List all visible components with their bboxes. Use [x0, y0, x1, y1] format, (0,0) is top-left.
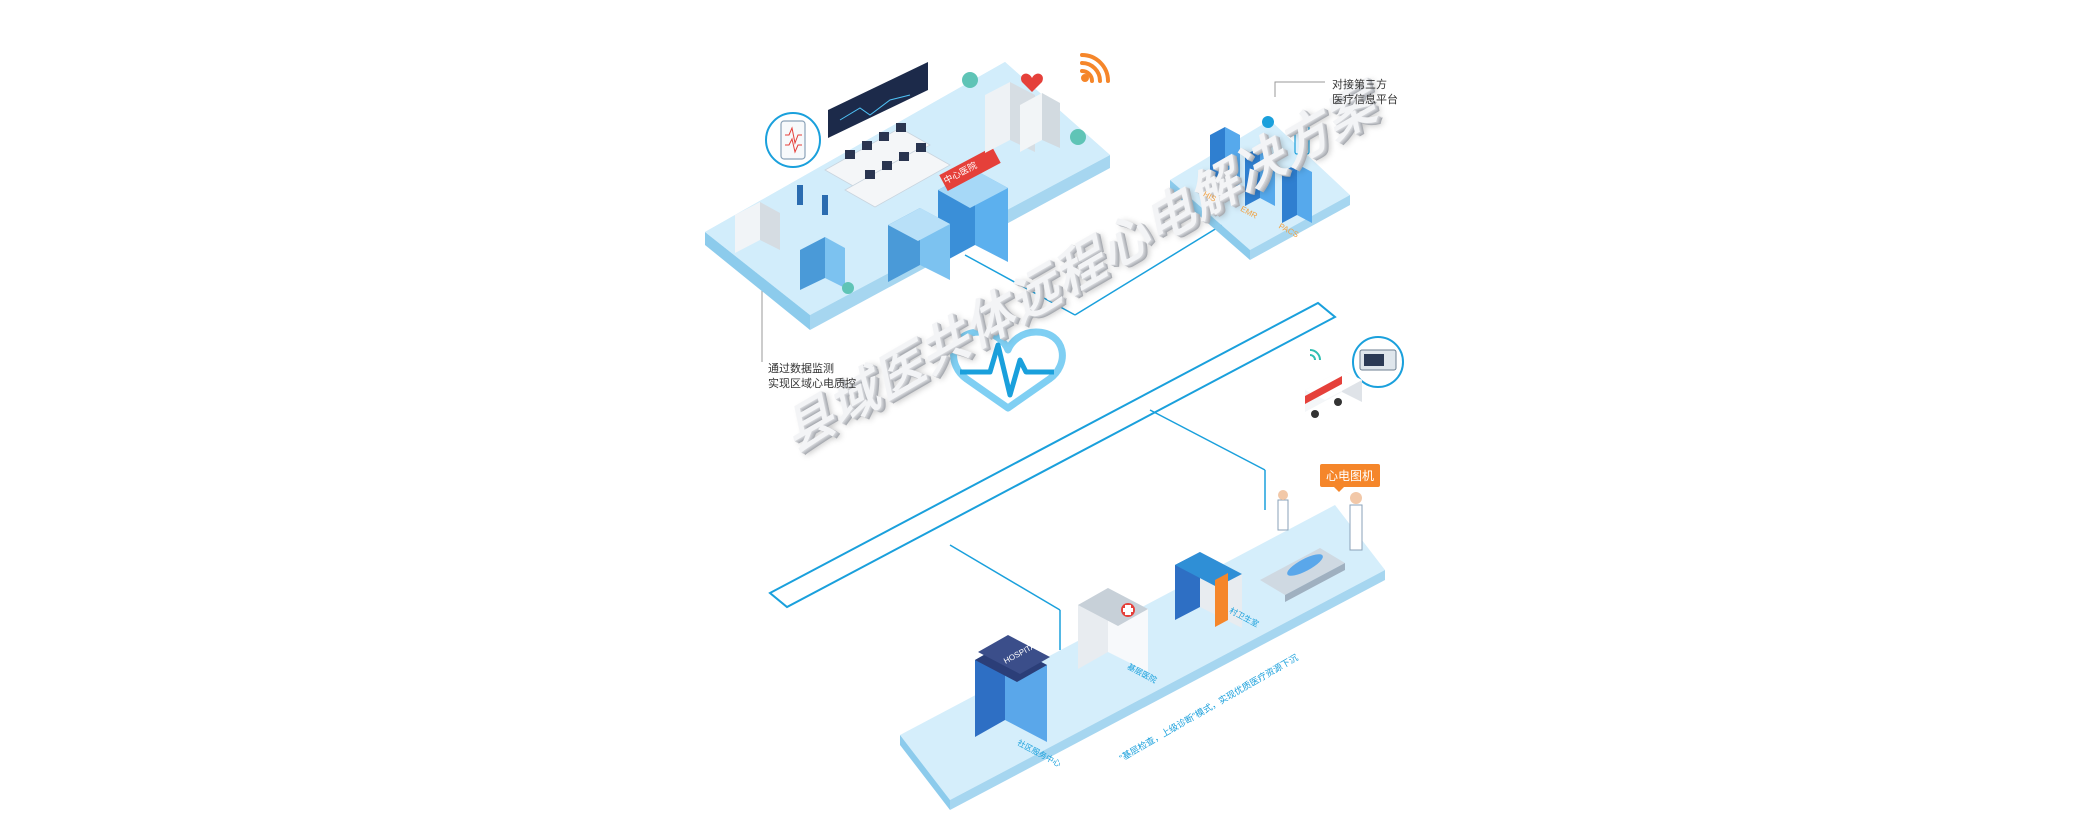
wifi-icon [1080, 53, 1110, 83]
center-hospital-platform [705, 62, 1110, 330]
heart-icon [1021, 73, 1043, 92]
phone-ecg-icon [765, 112, 821, 168]
grassroots-platform [900, 490, 1385, 810]
heart-ecg-logo-icon [950, 328, 1066, 412]
ecg-machine-badge: 心电图机 [1320, 464, 1381, 492]
ambulance-wifi-icon [1309, 349, 1321, 361]
regional-monitor-line-1: 通过数据监测 [768, 363, 834, 375]
regional-monitor-line-2: 实现区域心电质控 [768, 378, 856, 390]
third-party-line-1: 对接第三方 [1332, 79, 1387, 91]
third-party-note: 对接第三方 医疗信息平台 [1332, 78, 1398, 108]
third-party-line-2: 医疗信息平台 [1332, 94, 1398, 106]
ambulance-icon [1305, 370, 1362, 418]
title-banner [768, 301, 1337, 609]
annotation-leaders [761, 81, 1325, 362]
regional-monitor-note: 通过数据监测 实现区域心电质控 [768, 362, 856, 392]
connector-lines [949, 219, 1266, 650]
monitor-icon [1352, 336, 1404, 388]
third-party-platform [1170, 116, 1350, 260]
